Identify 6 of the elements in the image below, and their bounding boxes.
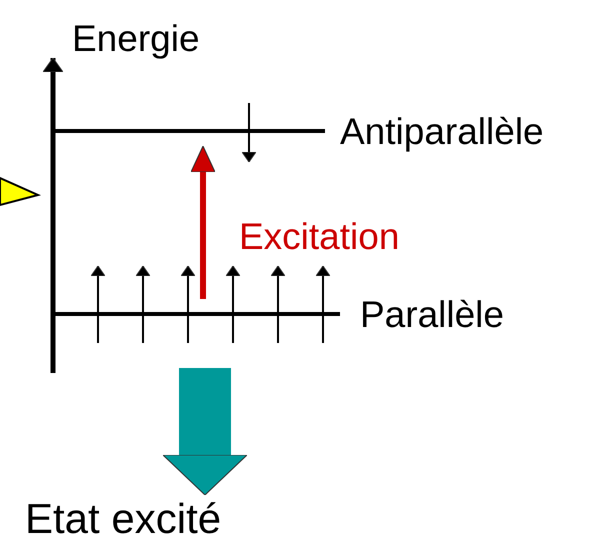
axis-label: Energie: [72, 20, 200, 57]
arrow: [162, 368, 248, 496]
level-label: Antiparallèle: [340, 112, 544, 150]
arrow: [190, 146, 216, 299]
level-label: Parallèle: [360, 296, 504, 332]
state-label: Etat excité: [25, 498, 222, 540]
